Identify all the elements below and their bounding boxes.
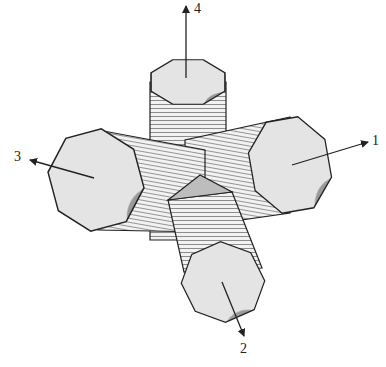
callout-number: 3 <box>14 150 21 164</box>
callout-number: 1 <box>372 134 379 148</box>
callout-number: 4 <box>194 2 201 16</box>
callout-number: 2 <box>240 342 247 356</box>
